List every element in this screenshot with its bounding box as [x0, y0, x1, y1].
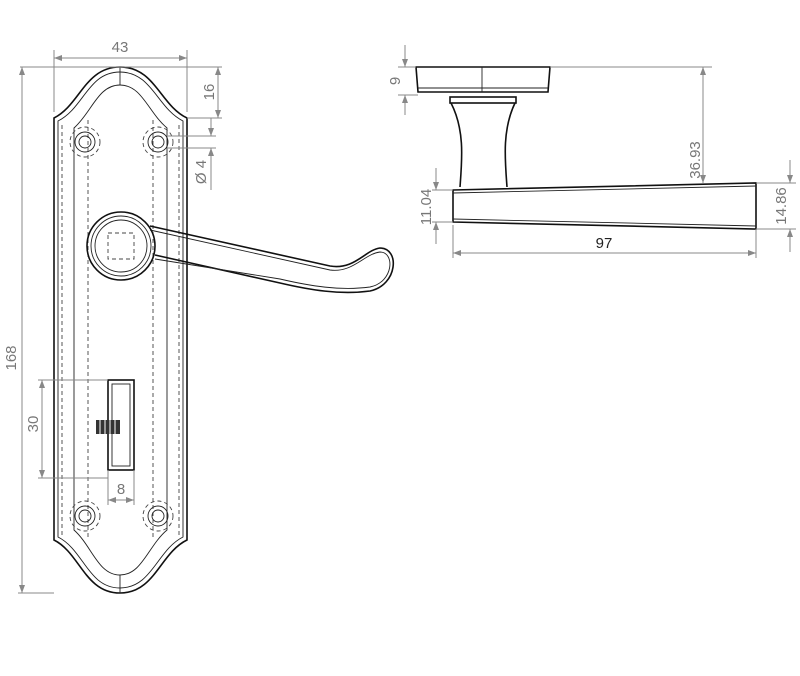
dim-lever-length: 97 — [596, 235, 613, 252]
side-dimensions: 9 36.93 11.04 14.86 97 — [387, 45, 796, 258]
screw-holes — [69, 126, 174, 532]
side-view: 9 36.93 11.04 14.86 97 — [387, 45, 796, 258]
dim-rose-thickness: 9 — [387, 77, 404, 85]
dim-width: 43 — [112, 39, 129, 56]
dim-hole-diameter: Ø 4 — [193, 160, 210, 184]
front-view: 43 16 Ø 4 168 30 8 — [3, 39, 394, 594]
dim-lever-height-tip: 14.86 — [773, 187, 790, 225]
dim-keyhole-height: 30 — [25, 416, 42, 433]
dim-projection: 36.93 — [687, 141, 704, 179]
dim-lever-height-root: 11.04 — [418, 189, 435, 225]
backplate — [53, 66, 188, 594]
side-rose — [415, 66, 551, 104]
dim-top-to-hole: 16 — [201, 84, 218, 101]
dim-height: 168 — [3, 345, 20, 370]
dim-keyhole-width: 8 — [117, 481, 125, 498]
front-dimensions: 43 16 Ø 4 168 30 8 — [3, 39, 222, 594]
side-neck — [450, 102, 516, 188]
side-lever — [452, 182, 757, 230]
keyhole — [96, 379, 135, 471]
lever-handle — [86, 211, 394, 294]
